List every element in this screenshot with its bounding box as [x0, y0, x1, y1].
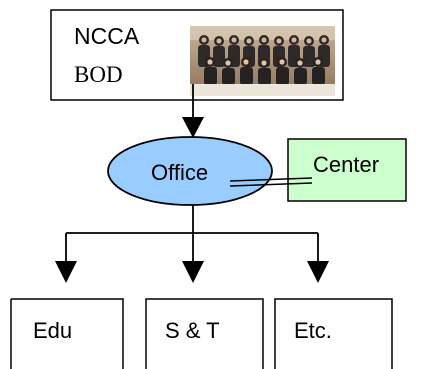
center-label: Center — [313, 152, 379, 177]
department-arrowheads — [55, 261, 329, 283]
office-label: Office — [151, 160, 208, 185]
department-etc: Etc. — [274, 298, 393, 369]
department-edu-label: Edu — [33, 318, 72, 343]
department-st: S & T — [145, 298, 264, 369]
department-etc-label: Etc. — [294, 318, 332, 343]
arrow-board-to-office — [182, 84, 204, 138]
department-edu: Edu — [10, 298, 124, 369]
connector-office-center — [229, 177, 313, 187]
board-group-photo — [190, 26, 335, 96]
board-label-line2: BOD — [74, 62, 123, 87]
board-label-line1: NCCA — [74, 23, 140, 49]
department-st-label: S & T — [165, 318, 220, 343]
department-connectors — [65, 205, 319, 261]
office-ellipse — [107, 136, 273, 206]
center-box — [287, 138, 407, 202]
